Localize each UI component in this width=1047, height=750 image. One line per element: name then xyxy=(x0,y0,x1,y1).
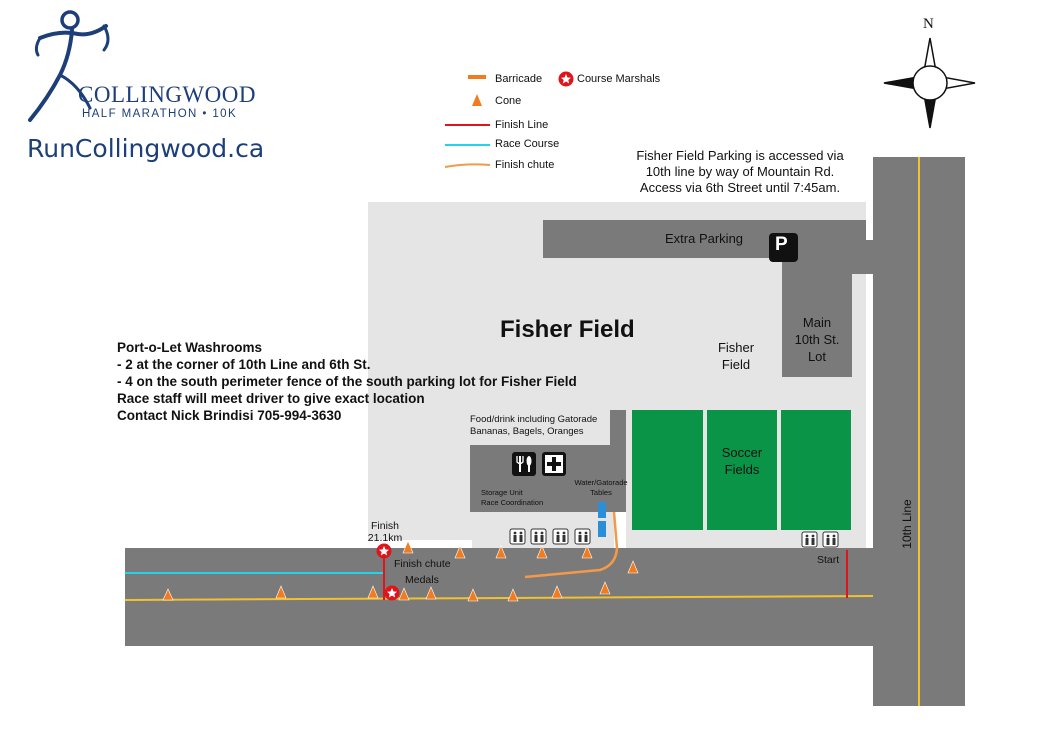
fisher-field-small-line: Fisher xyxy=(717,340,755,355)
cone-icon xyxy=(581,545,593,559)
water-tables-label: Water/Gatorade Tables xyxy=(566,478,636,498)
washroom-icon xyxy=(822,531,839,548)
soccer-field-2 xyxy=(707,410,777,530)
fisher-field-small-label: Fisher Field xyxy=(706,339,766,373)
cone-icon xyxy=(398,587,410,601)
parking-symbol-label: P xyxy=(775,234,788,255)
washroom-icon xyxy=(552,528,569,545)
food-line: Bananas, Bagels, Oranges xyxy=(470,426,584,437)
medals-label: Medals xyxy=(405,574,439,586)
washroom-icon xyxy=(801,531,818,548)
washroom-icon xyxy=(574,528,591,545)
food-drink-label: Food/drink including Gatorade Bananas, B… xyxy=(470,414,597,438)
finish-chute-label: Finish chute xyxy=(394,558,451,570)
marshal-star-icon xyxy=(384,585,400,601)
storage-unit-label: Storage Unit Race Coordination xyxy=(481,488,543,508)
cone-icon xyxy=(551,585,563,599)
cone-icon xyxy=(467,588,479,602)
legend-finish-chute-icon xyxy=(444,163,491,168)
cone-icon xyxy=(402,540,414,554)
legend-barricade-icon xyxy=(468,75,486,79)
water-line: Water/Gatorade xyxy=(574,478,628,487)
main-lot-line: 10th St. xyxy=(794,332,840,347)
logo-title: COLLINGWOOD xyxy=(78,82,256,107)
finish-line-text: 21.1km xyxy=(367,532,403,544)
soccer-field-1 xyxy=(632,410,703,530)
parking-note-line: 10th line by way of Mountain Rd. xyxy=(645,164,835,179)
cone-icon xyxy=(495,545,507,559)
cone-icon xyxy=(425,586,437,600)
logo-subtitle: HALF MARATHON • 10K xyxy=(82,108,238,120)
cone-icon xyxy=(454,545,466,559)
main-lot xyxy=(782,274,852,377)
water-table-2 xyxy=(598,521,606,537)
compass-icon xyxy=(883,37,976,129)
storage-line: Race Coordination xyxy=(481,498,544,507)
soccer-fields-label: Soccer Fields xyxy=(707,444,777,478)
main-lot-line: Main xyxy=(802,315,832,330)
parking-note-line: Fisher Field Parking is accessed via xyxy=(636,148,844,163)
logo-runner-icon xyxy=(28,10,110,122)
main-lot-line: Lot xyxy=(807,349,827,364)
storage-line: Storage Unit xyxy=(481,488,523,497)
parking-icon xyxy=(769,233,798,262)
washroom-info-line: Race staff will meet driver to give exac… xyxy=(117,391,425,406)
legend-marshal-icon xyxy=(558,71,574,87)
cone-icon xyxy=(367,585,379,599)
cone-icon xyxy=(507,588,519,602)
legend-race-course-label: Race Course xyxy=(495,138,560,150)
compass-north-label: N xyxy=(923,16,934,32)
legend-finish-line-label: Finish Line xyxy=(495,119,549,131)
cone-icon xyxy=(162,588,174,601)
cone-icon xyxy=(627,560,639,574)
fisher-field-title: Fisher Field xyxy=(500,316,635,343)
storage-area-column xyxy=(610,410,626,512)
washroom-info: Port-o-Let Washrooms - 2 at the corner o… xyxy=(117,339,577,424)
soccer-line: Fields xyxy=(724,462,760,477)
fisher-field-small-line: Field xyxy=(721,357,751,372)
sixth-street-center xyxy=(124,595,874,601)
soccer-line: Soccer xyxy=(721,445,763,460)
cone-icon xyxy=(536,545,548,559)
legend-cone-icon xyxy=(472,94,482,106)
marshal-star-icon xyxy=(376,543,392,559)
legend-marshals-label: Course Marshals xyxy=(577,73,661,85)
washroom-info-line: Contact Nick Brindisi 705-994-3630 xyxy=(117,408,342,423)
start-label: Start xyxy=(817,554,840,566)
water-table-1 xyxy=(598,502,606,518)
cone-icon xyxy=(599,581,611,595)
food-line: Food/drink including Gatorade xyxy=(470,414,598,425)
storage-area xyxy=(470,445,610,512)
food-icon xyxy=(512,452,536,476)
water-line: Tables xyxy=(590,488,612,497)
parking-note: Fisher Field Parking is accessed via 10t… xyxy=(610,148,870,196)
website-link[interactable]: RunCollingwood.ca xyxy=(27,134,265,163)
washroom-info-line: Port-o-Let Washrooms xyxy=(117,340,262,355)
legend-finish-chute-label: Finish chute xyxy=(495,159,555,171)
finish-chute-path xyxy=(524,511,619,579)
finish-label: Finish 21.1km xyxy=(360,520,410,544)
first-aid-icon xyxy=(542,452,566,476)
washroom-info-line: - 4 on the south perimeter fence of the … xyxy=(117,374,577,389)
soccer-field-3 xyxy=(781,410,851,530)
cone-icon xyxy=(275,585,287,599)
main-lot-label: Main 10th St. Lot xyxy=(782,314,852,365)
washroom-info-line: - 2 at the corner of 10th Line and 6th S… xyxy=(117,357,371,372)
finish-line-text: Finish xyxy=(370,520,399,532)
parking-note-line: Access via 6th Street until 7:45am. xyxy=(639,180,841,195)
legend-cone-label: Cone xyxy=(495,95,522,107)
washroom-icon xyxy=(530,528,547,545)
washroom-icon xyxy=(509,528,526,545)
tenth-line-label: 10th Line xyxy=(900,499,914,549)
extra-parking-label: Extra Parking xyxy=(665,231,744,246)
legend-barricade-label: Barricade xyxy=(495,73,543,85)
